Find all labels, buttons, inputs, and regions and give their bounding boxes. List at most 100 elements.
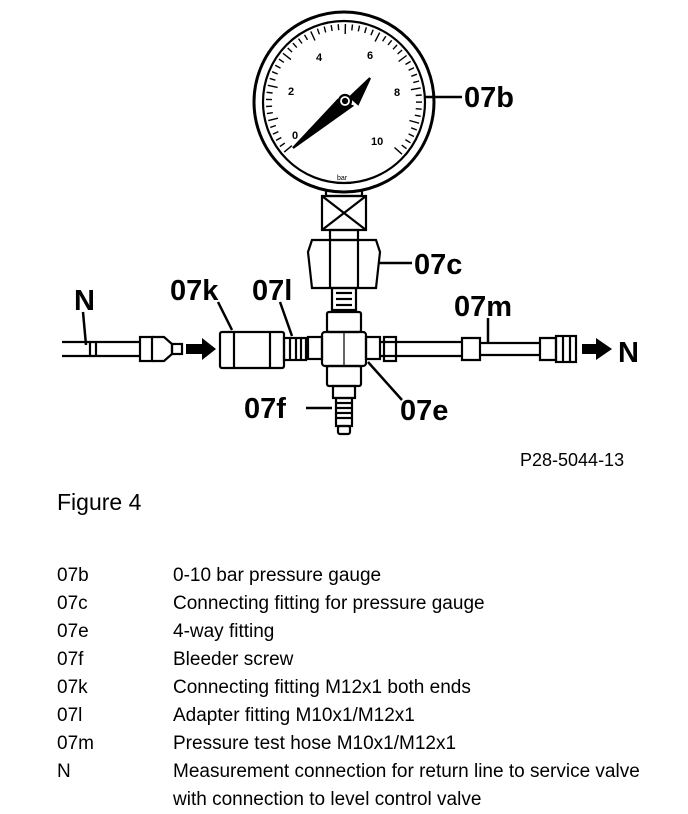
gauge-tick: [331, 25, 332, 31]
connecting-fitting-07k: [220, 332, 284, 368]
figure-title: Figure 4: [57, 489, 141, 516]
legend-row: 07b 0-10 bar pressure gauge: [57, 562, 677, 590]
legend-description: Adapter fitting M10x1/M12x1: [173, 702, 677, 730]
gauge-tick: [324, 27, 326, 33]
gauge-tick: [280, 143, 285, 146]
gauge-tick: [409, 134, 414, 137]
gauge-tick: [352, 25, 353, 31]
gauge-tick: [268, 118, 278, 120]
gauge-tick: [393, 45, 397, 49]
gauge-tick: [398, 50, 403, 54]
label-07b: 07b: [464, 82, 514, 114]
four-way-fitting-07e: [308, 312, 380, 386]
reference-number: P28-5044-13: [520, 450, 624, 471]
gauge-tick: [402, 145, 407, 149]
legend-description: 4-way fitting: [173, 618, 677, 646]
legend-code: 07e: [57, 618, 173, 646]
pressure-gauge: [254, 12, 434, 192]
label-07k: 07k: [170, 275, 219, 307]
gauge-tick: [413, 81, 419, 83]
gauge-tick: [270, 126, 276, 128]
dial-label-2: 2: [288, 86, 294, 98]
dial-label-4: 4: [316, 52, 323, 64]
gauge-tick: [406, 61, 411, 64]
gauge-tick: [305, 35, 308, 40]
dial-unit: bar: [337, 175, 348, 182]
gauge-tick: [371, 30, 373, 36]
legend-row: N Measurement connection for return line…: [57, 758, 677, 814]
gauge-tick: [405, 140, 410, 143]
left-hose: [62, 337, 182, 361]
gauge-tick: [411, 88, 421, 90]
gauge-tick: [268, 85, 278, 87]
gauge-tick: [395, 148, 403, 155]
gauge-tick: [399, 56, 407, 62]
label-07m: 07m: [454, 291, 512, 323]
gauge-tick: [283, 53, 291, 59]
label-n-left: N: [74, 285, 95, 317]
gauge-tick: [267, 92, 273, 93]
legend-description: Measurement connection for return line t…: [173, 758, 677, 814]
gauge-needle-tail: [350, 78, 370, 104]
dial-label-8: 8: [394, 87, 400, 99]
legend-code: 07m: [57, 730, 173, 758]
legend-code: N: [57, 758, 173, 814]
label-07f: 07f: [244, 393, 286, 425]
legend-description: Connecting fitting M12x1 both ends: [173, 674, 677, 702]
gauge-tick: [317, 29, 319, 35]
gauge-tick: [409, 68, 414, 71]
gauge-tick: [275, 65, 280, 68]
gauge-tick: [267, 113, 273, 114]
label-n-right: N: [618, 337, 639, 369]
bleeder-screw-07f: [333, 386, 355, 434]
gauge-tick: [388, 40, 392, 45]
legend-row: 07l Adapter fitting M10x1/M12x1: [57, 702, 677, 730]
dial-label-0: 0: [292, 130, 298, 142]
gauge-tick: [358, 26, 359, 32]
gauge-tick: [415, 115, 421, 116]
gauge-stem: [322, 190, 366, 230]
gauge-tick: [273, 132, 279, 135]
legend-code: 07l: [57, 702, 173, 730]
gauge-tick: [416, 95, 422, 96]
label-07l: 07l: [252, 275, 292, 307]
gauge-tick: [411, 128, 417, 130]
legend-code: 07f: [57, 646, 173, 674]
legend-description: Bleeder screw: [173, 646, 677, 674]
adapter-fitting-07l: [284, 338, 306, 360]
gauge-tick: [276, 138, 281, 141]
legend-row: 07e 4-way fitting: [57, 618, 677, 646]
gauge-tick: [375, 33, 380, 42]
gauge-tick: [409, 121, 419, 124]
dial-label-10: 10: [371, 136, 383, 148]
gauge-tick: [293, 43, 297, 48]
label-07c: 07c: [414, 249, 462, 281]
label-07e: 07e: [400, 395, 448, 427]
flow-arrow-right: [582, 338, 612, 360]
legend-code: 07b: [57, 562, 173, 590]
gauge-tick: [338, 24, 339, 30]
legend-code: 07c: [57, 590, 173, 618]
legend-row: 07f Bleeder screw: [57, 646, 677, 674]
legend-row: 07c Connecting fitting for pressure gaug…: [57, 590, 677, 618]
legend-row: 07m Pressure test hose M10x1/M12x1: [57, 730, 677, 758]
pressure-test-hose-07m: [380, 336, 576, 362]
gauge-tick: [288, 48, 292, 52]
legend-row: 07k Connecting fitting M12x1 both ends: [57, 674, 677, 702]
gauge-tick: [416, 109, 422, 110]
flow-arrow-left: [186, 338, 216, 360]
gauge-tick: [299, 39, 303, 44]
legend-code: 07k: [57, 674, 173, 702]
gauge-tick: [383, 36, 386, 41]
dial-label-6: 6: [367, 50, 373, 62]
gauge-fitting-07c: [308, 230, 380, 310]
gauge-tick: [365, 27, 367, 33]
legend: 07b 0-10 bar pressure gauge 07c Connecti…: [57, 562, 677, 814]
legend-description: Connecting fitting for pressure gauge: [173, 590, 677, 618]
gauge-tick: [284, 146, 292, 152]
pressure-test-diagram: 0 2 4 6 8 10 bar 07b 07c 07k 07l 07m 07e…: [0, 0, 688, 450]
gauge-tick: [411, 74, 417, 76]
legend-description: 0-10 bar pressure gauge: [173, 562, 677, 590]
gauge-tick: [279, 59, 284, 62]
gauge-tick: [270, 78, 276, 80]
